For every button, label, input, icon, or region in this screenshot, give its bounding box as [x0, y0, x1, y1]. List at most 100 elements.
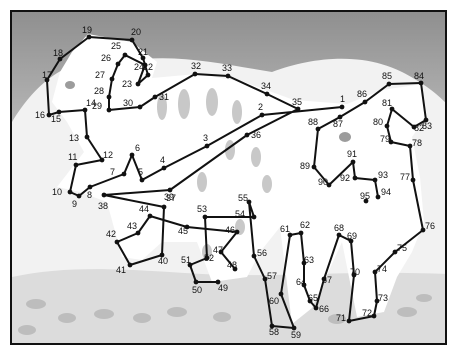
dot-20[interactable]	[129, 37, 135, 43]
dot-52[interactable]	[204, 255, 210, 261]
dot-8[interactable]	[87, 184, 93, 190]
dot-62[interactable]	[298, 230, 304, 236]
dot-71[interactable]	[346, 318, 352, 324]
dot-79[interactable]	[388, 139, 394, 145]
dot-78[interactable]	[407, 143, 413, 149]
dot-2[interactable]	[259, 112, 265, 118]
dot-77[interactable]	[410, 177, 416, 183]
dot-41[interactable]	[127, 262, 133, 268]
dot-13[interactable]	[84, 134, 90, 140]
dot-57[interactable]	[262, 276, 268, 282]
dot-32[interactable]	[192, 71, 198, 77]
dot-label-18: 18	[53, 48, 63, 58]
dot-12[interactable]	[99, 157, 105, 163]
dot-21[interactable]	[140, 55, 146, 61]
dot-67[interactable]	[321, 276, 327, 282]
dot-39[interactable]	[161, 204, 167, 210]
dot-70[interactable]	[351, 272, 357, 278]
dot-44[interactable]	[147, 213, 153, 219]
dot-84[interactable]	[418, 80, 424, 86]
dot-89[interactable]	[311, 164, 317, 170]
dot-43[interactable]	[135, 230, 141, 236]
dot-label-31: 31	[159, 92, 169, 102]
dot-3[interactable]	[204, 143, 210, 149]
dot-81[interactable]	[389, 106, 395, 112]
dot-76[interactable]	[420, 227, 426, 233]
dot-40[interactable]	[159, 252, 165, 258]
dot-53[interactable]	[202, 214, 208, 220]
dot-60[interactable]	[278, 291, 284, 297]
dot-49[interactable]	[215, 279, 221, 285]
dot-95[interactable]	[363, 198, 369, 204]
dot-10[interactable]	[67, 189, 73, 195]
dot-31[interactable]	[152, 94, 158, 100]
dot-7[interactable]	[121, 171, 127, 177]
dot-35[interactable]	[295, 106, 301, 112]
dot-91[interactable]	[350, 159, 356, 165]
dot-65[interactable]	[307, 298, 313, 304]
dot-56[interactable]	[251, 253, 257, 259]
dot-28[interactable]	[106, 94, 112, 100]
dot-5[interactable]	[139, 177, 145, 183]
dot-82[interactable]	[411, 124, 417, 130]
dot-88[interactable]	[315, 126, 321, 132]
dot-29[interactable]	[106, 107, 112, 113]
dot-25[interactable]	[122, 52, 128, 58]
dot-83[interactable]	[423, 117, 429, 123]
dot-label-7: 7	[110, 167, 115, 177]
dot-34[interactable]	[264, 91, 270, 97]
dot-66[interactable]	[313, 305, 319, 311]
dot-24[interactable]	[142, 62, 148, 68]
dot-94[interactable]	[375, 194, 381, 200]
dot-74[interactable]	[372, 269, 378, 275]
dot-11[interactable]	[73, 162, 79, 168]
dot-42[interactable]	[114, 239, 120, 245]
dot-55[interactable]	[246, 199, 252, 205]
dot-86[interactable]	[362, 99, 368, 105]
dot-47[interactable]	[218, 249, 224, 255]
dot-64[interactable]	[301, 282, 307, 288]
dot-17[interactable]	[44, 77, 50, 83]
dot-4[interactable]	[161, 165, 167, 171]
dot-label-69: 69	[347, 231, 357, 241]
dot-46[interactable]	[234, 229, 240, 235]
dot-18[interactable]	[57, 56, 63, 62]
dot-33[interactable]	[225, 73, 231, 79]
dot-1[interactable]	[339, 104, 345, 110]
dot-92[interactable]	[352, 175, 358, 181]
dot-45[interactable]	[184, 224, 190, 230]
dot-14[interactable]	[82, 107, 88, 113]
dot-63[interactable]	[301, 260, 307, 266]
dot-48[interactable]	[232, 266, 238, 272]
dot-85[interactable]	[386, 81, 392, 87]
dot-26[interactable]	[115, 61, 121, 67]
dot-93[interactable]	[372, 177, 378, 183]
dot-6[interactable]	[129, 152, 135, 158]
dot-27[interactable]	[109, 76, 115, 82]
dot-23[interactable]	[135, 81, 141, 87]
dot-72[interactable]	[371, 313, 377, 319]
dot-label-72: 72	[362, 308, 372, 318]
dot-69[interactable]	[348, 238, 354, 244]
dot-58[interactable]	[269, 323, 275, 329]
dot-51[interactable]	[187, 262, 193, 268]
dot-90[interactable]	[326, 182, 332, 188]
dot-38[interactable]	[101, 192, 107, 198]
dot-61[interactable]	[287, 232, 293, 238]
dot-59[interactable]	[291, 325, 297, 331]
dot-15[interactable]	[56, 109, 62, 115]
dot-80[interactable]	[384, 123, 390, 129]
dot-68[interactable]	[336, 232, 342, 238]
dot-9[interactable]	[76, 193, 82, 199]
dot-50[interactable]	[193, 279, 199, 285]
dot-16[interactable]	[46, 112, 52, 118]
dot-37[interactable]	[167, 187, 173, 193]
dot-30[interactable]	[137, 104, 143, 110]
dot-75[interactable]	[392, 249, 398, 255]
dot-87[interactable]	[337, 114, 343, 120]
dot-22[interactable]	[145, 72, 151, 78]
dot-19[interactable]	[86, 34, 92, 40]
dot-54[interactable]	[251, 214, 257, 220]
dot-36[interactable]	[244, 132, 250, 138]
dot-73[interactable]	[374, 298, 380, 304]
